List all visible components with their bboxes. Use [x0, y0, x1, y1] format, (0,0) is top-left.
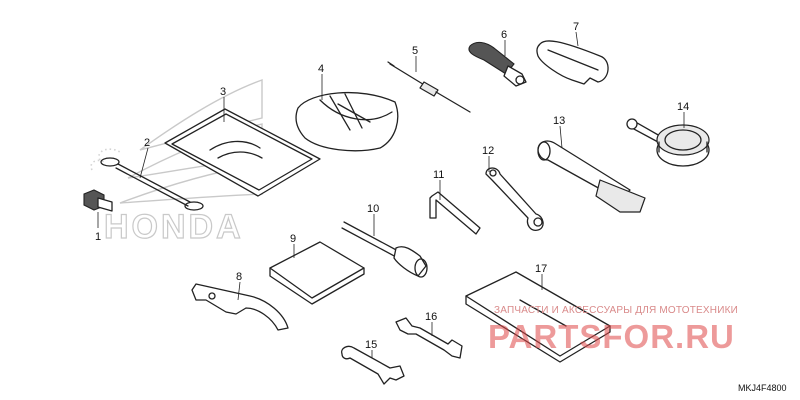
- part-8-pin-spanner: [191, 283, 289, 331]
- leader-lines: [97, 31, 685, 358]
- callout-13: 13: [553, 115, 565, 127]
- part-4-tool-bag: [295, 92, 399, 152]
- callout-1: 1: [95, 231, 101, 243]
- part-12-box-wrench: [485, 167, 544, 231]
- part-11-hex-key: [429, 191, 481, 235]
- part-13-sleeve: [537, 140, 646, 213]
- watermark-tagline: ЗАПЧАСТИ И АКСЕССУАРЫ ДЛЯ МОТОТЕХНИКИ: [494, 305, 739, 316]
- part-10-spark-plug-wrench: [341, 221, 428, 278]
- callout-12: 12: [482, 145, 494, 157]
- part-3-manual-bag: [164, 108, 321, 197]
- callout-15: 15: [365, 339, 377, 351]
- callout-5: 5: [412, 45, 418, 57]
- part-17-tool-pouch: [465, 271, 611, 363]
- part-7-flat-tool: [536, 40, 609, 85]
- callout-9: 9: [290, 233, 296, 245]
- callout-11: 11: [433, 169, 444, 181]
- part-1-cap: [83, 189, 113, 212]
- part-9-cloth: [269, 241, 365, 305]
- watermark-brand: PARTSFOR.RU: [488, 318, 735, 355]
- part-14-pressure-gauge: [626, 118, 710, 167]
- part-6-screwdriver-handle: [468, 41, 527, 87]
- part-5-screwdriver: [387, 61, 471, 113]
- diagram-code: MKJ4F4800: [738, 383, 787, 393]
- callout-7: 7: [573, 21, 579, 33]
- part-15-wrench: [341, 345, 405, 385]
- part-2-strap: [100, 157, 204, 211]
- callout-2: 2: [144, 137, 150, 149]
- part-16-double-wrench: [395, 317, 463, 359]
- callout-numbers: 1 2 3 4 5 6 7 8 9 10 11 12 13 14 15 16 1…: [95, 21, 689, 351]
- callout-10: 10: [367, 203, 379, 215]
- callout-8: 8: [236, 271, 242, 283]
- callout-16: 16: [425, 311, 437, 323]
- callout-3: 3: [220, 86, 226, 98]
- honda-wing-logo: HONDA: [90, 79, 263, 247]
- callout-4: 4: [318, 63, 324, 75]
- callout-6: 6: [501, 29, 507, 41]
- callout-17: 17: [535, 263, 547, 275]
- honda-wordmark: HONDA: [104, 208, 244, 246]
- callout-14: 14: [677, 101, 689, 113]
